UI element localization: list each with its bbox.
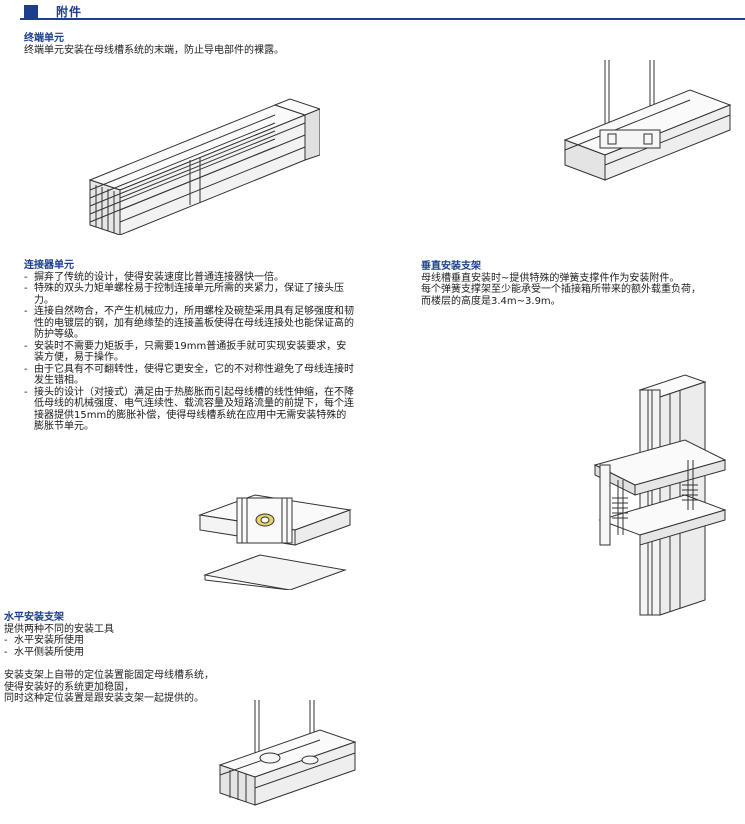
connector-item: -由于它具有不可翻转性，使得它更安全，它的不对称性避免了母线连接时发生错相。 [24,363,354,387]
connector-item: -连接自然吻合，不产生机械应力，所用螺栓及碗垫采用具有足够强度和韧性的电镀层的钢… [24,306,354,340]
horizontal-support-line: 同时这种定位装置是跟安装支架一起提供的。 [4,693,204,704]
vertical-support-section: 垂直安装支架 母线槽垂直安装时~提供特殊的弹簧支撑件作为安装附件。 每个弹簧支撑… [421,261,743,307]
vertical-support-line: 母线槽垂直安装时~提供特殊的弹簧支撑件作为安装附件。 [421,272,680,284]
connector-item: -接头的设计（对接式）满足由于热膨胀而引起母线槽的线性伸缩，在不降低母线的机械强… [24,386,354,433]
horizontal-item: -水平侧装所使用 [4,646,84,658]
horizontal-support-line: 使得安装好的系统更加稳固， [4,681,134,693]
connector-unit-section: 连接器单元 -摒弃了传统的设计，使得安装速度比普通连接器快一倍。 -特殊的双头力… [24,260,356,433]
horizontal-support-illustration [210,700,360,815]
connector-item: -摒弃了传统的设计，使得安装速度比普通连接器快一倍。 [24,271,284,283]
connector-item: -安装时不需要力矩扳手，只需要19mm普通扳手就可实现安装要求，安装方便，易于操… [24,340,347,364]
terminal-unit-illustration [80,85,320,235]
vertical-support-line: 每个弹簧支撑架至少能承受一个插接箱所带来的额外载重负荷， [421,284,701,295]
horizontal-support-intro: 提供两种不同的安装工具 [4,623,114,635]
vertical-support-line: 而楼层的高度是3.4m~3.9m。 [421,295,561,307]
terminal-unit-heading: 终端单元 [24,33,64,44]
horizontal-support-heading: 水平安装支架 [4,612,64,623]
section-header: 附件 [20,2,745,20]
page-title: 附件 [56,5,83,19]
connector-unit-illustration [195,480,355,590]
vertical-support-heading: 垂直安装支架 [421,261,481,272]
horizontal-support-line: 安装支架上自带的定位装置能固定母线槽系统， [4,670,214,681]
ceiling-support-illustration [560,60,735,190]
header-rule [20,18,745,20]
header-square-icon [24,5,38,18]
spring-support-illustration [590,370,740,620]
horizontal-item: -水平安装所使用 [4,635,84,646]
horizontal-support-section: 水平安装支架 提供两种不同的安装工具 -水平安装所使用 -水平侧装所使用 安装支… [4,612,304,705]
terminal-unit-text: 终端单元安装在母线槽系统的末端，防止导电部件的裸露。 [24,44,284,56]
connector-unit-heading: 连接器单元 [24,260,74,271]
connector-item: -特殊的双头力矩单螺栓易于控制连接单元所需的夹紧力，保证了接头压力。 [24,283,344,306]
terminal-unit-section: 终端单元 终端单元安装在母线槽系统的末端，防止导电部件的裸露。 [24,33,364,56]
